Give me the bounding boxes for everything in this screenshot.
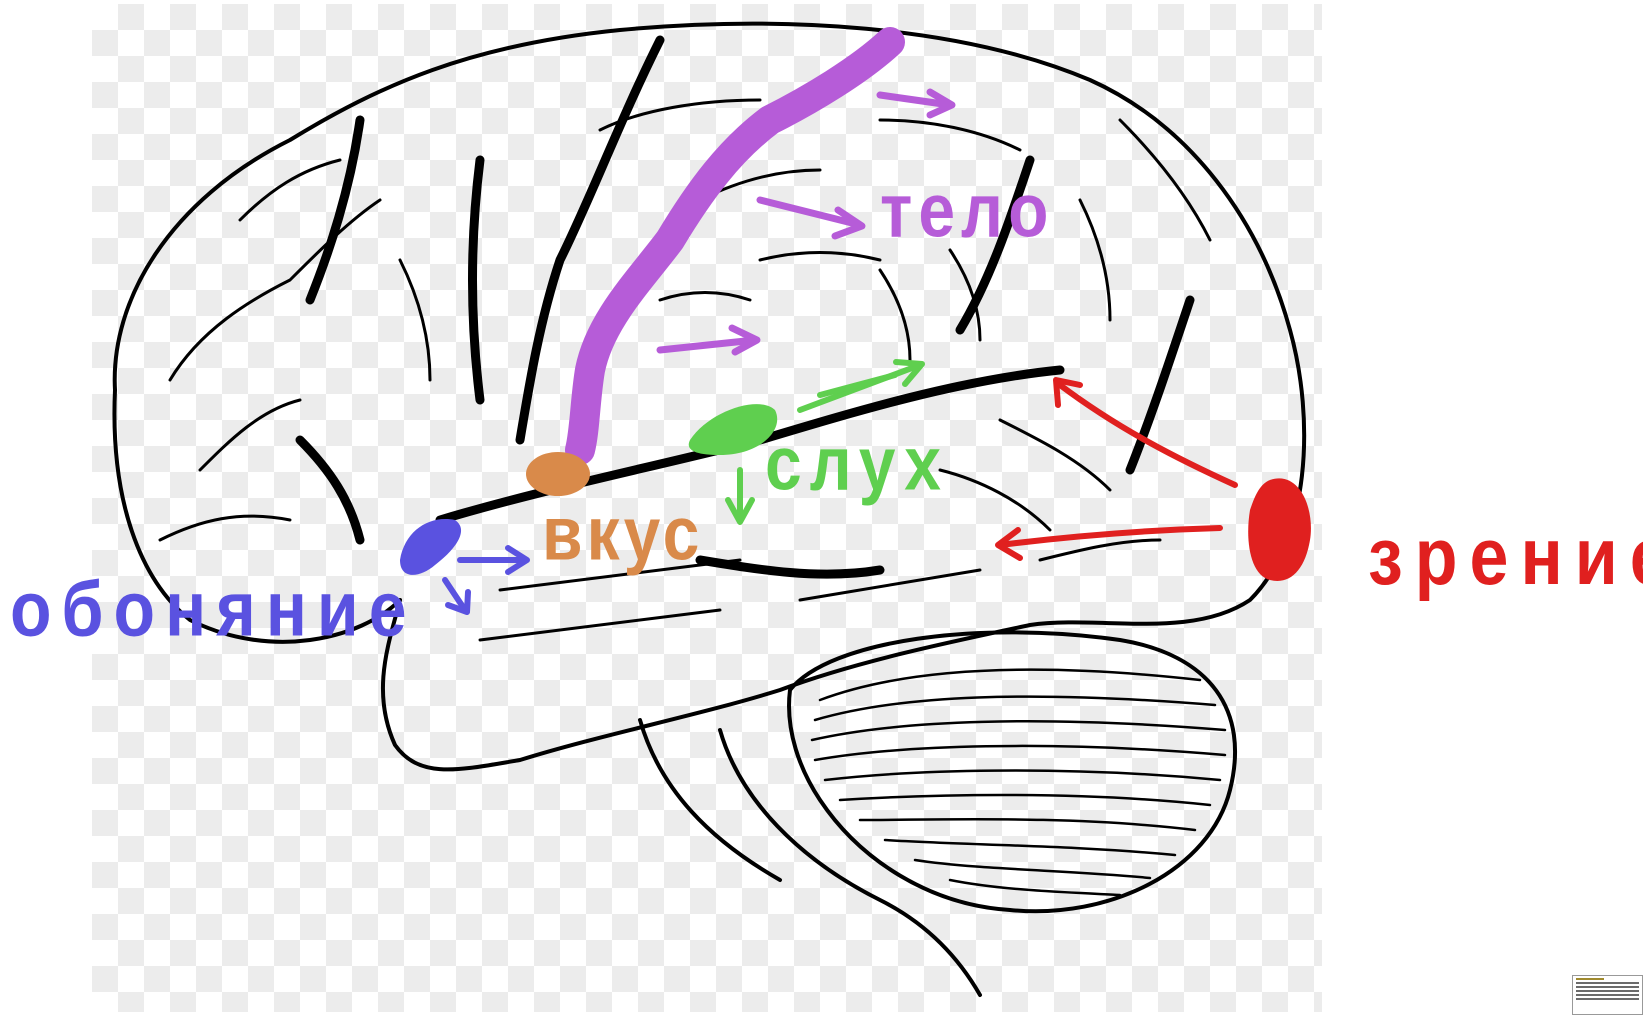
taste-cortex-region <box>526 452 590 496</box>
thumbnail-line <box>1576 978 1604 980</box>
visual-cortex-region <box>1248 478 1311 581</box>
thumbnail-line <box>1576 990 1639 992</box>
smell-arrows <box>445 548 527 612</box>
document-thumbnail[interactable] <box>1572 975 1643 1015</box>
cerebellum-folia <box>812 670 1225 895</box>
label-hearing: слух <box>765 425 949 501</box>
auditory-cortex-region <box>689 404 777 455</box>
brain-sulci <box>300 40 1190 574</box>
thumbnail-line <box>1576 994 1639 996</box>
thumbnail-line <box>1576 982 1639 984</box>
label-body: тело <box>880 172 1054 248</box>
thumbnail-line <box>1576 986 1639 988</box>
label-vision: зрение <box>1368 516 1643 597</box>
label-smell: обоняние <box>10 570 417 648</box>
label-taste: вкус <box>542 495 703 571</box>
vision-arrows <box>998 380 1235 558</box>
thumbnail-line <box>1576 998 1639 1000</box>
